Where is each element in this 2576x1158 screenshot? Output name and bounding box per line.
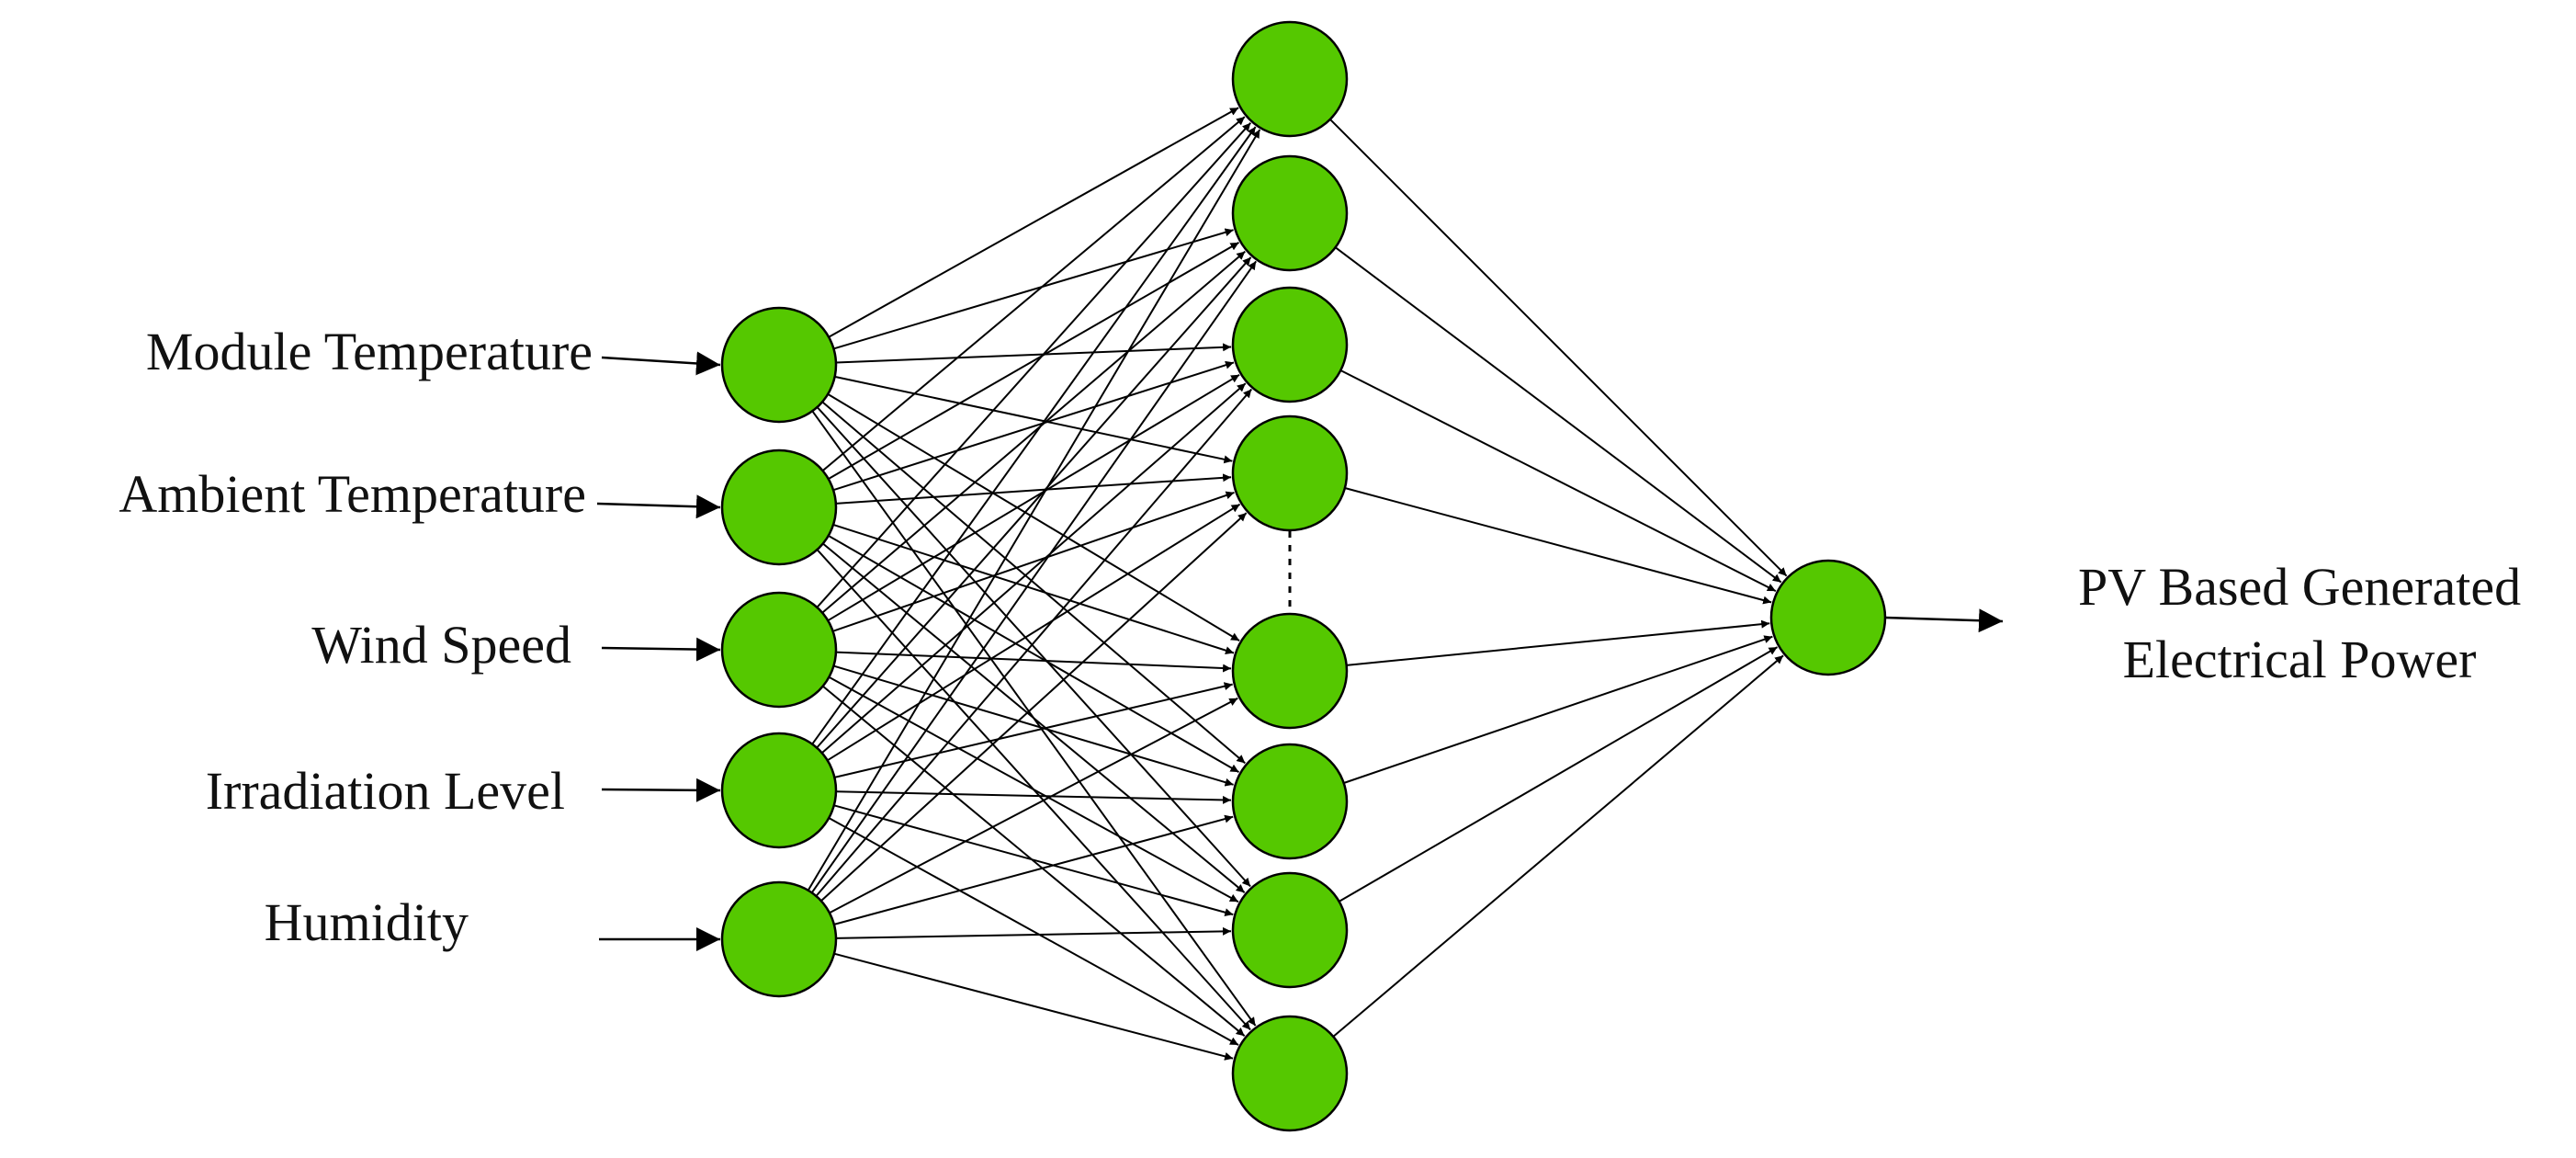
connection-input-3-hidden-3 — [827, 373, 1240, 622]
connection-input-4-hidden-2 — [816, 256, 1252, 749]
connection-input-4-hidden-3 — [821, 382, 1247, 754]
connection-input-4-hidden-7 — [833, 804, 1234, 917]
output-label-line1: PV Based Generated — [2078, 557, 2521, 617]
connection-input-3-hidden-7 — [828, 676, 1239, 903]
connection-input-4-hidden-6 — [835, 790, 1232, 804]
hidden-neuron-1 — [1231, 20, 1349, 138]
connection-input-5-hidden-4 — [820, 512, 1248, 902]
input-neuron-1 — [720, 306, 838, 424]
connection-hidden-2-output — [1334, 246, 1782, 584]
input-neuron-3 — [720, 591, 838, 709]
input-label-ambient-temperature: Ambient Temperature — [119, 464, 586, 524]
hidden-neuron-6 — [1231, 743, 1349, 860]
output-arrow-line — [1884, 608, 2004, 633]
connection-input-1-hidden-5 — [827, 393, 1240, 641]
labels: Module Temperature Ambient Temperature W… — [119, 322, 2521, 952]
connection-input-2-hidden-4 — [835, 473, 1232, 505]
connection-input-1-hidden-6 — [821, 401, 1246, 765]
connection-input-3-hidden-4 — [832, 491, 1235, 632]
connection-input-4-hidden-8 — [828, 817, 1239, 1046]
input-arrow-4 — [601, 778, 721, 802]
connection-input-5-hidden-8 — [833, 952, 1234, 1061]
connection-input-4-hidden-4 — [827, 503, 1241, 762]
output-neuron — [1769, 559, 1887, 676]
connection-input-5-hidden-6 — [833, 814, 1234, 925]
output-label-line2: Electrical Power — [2123, 630, 2477, 689]
hidden-neuron-4 — [1231, 414, 1349, 532]
connection-input-1-hidden-2 — [833, 228, 1234, 350]
connection-input-5-hidden-7 — [835, 926, 1232, 939]
connection-input-1-hidden-7 — [816, 406, 1251, 888]
hidden-neuron-3 — [1231, 286, 1349, 403]
connection-input-5-hidden-5 — [829, 697, 1238, 914]
connection-input-4-hidden-5 — [834, 682, 1233, 778]
connection-hidden-6-output — [1343, 635, 1773, 784]
connection-input-2-hidden-2 — [828, 242, 1239, 480]
connection-hidden-7-output — [1339, 646, 1779, 903]
input-label-humidity: Humidity — [265, 892, 469, 952]
input-label-wind-speed: Wind Speed — [311, 615, 571, 675]
connection-input-5-hidden-2 — [810, 260, 1258, 893]
connection-input-1-hidden-4 — [834, 375, 1233, 464]
connection-input-4-hidden-1 — [811, 126, 1257, 745]
input-arrow-3 — [601, 637, 721, 662]
connection-hidden-3-output — [1339, 369, 1777, 592]
connection-hidden-5-output — [1346, 619, 1770, 666]
input-neuron-5 — [720, 880, 838, 998]
connection-hidden-4-output — [1344, 487, 1772, 605]
connection-input-3-hidden-2 — [821, 250, 1246, 614]
connection-input-2-hidden-3 — [832, 360, 1235, 492]
connection-input-5-hidden-1 — [807, 129, 1261, 891]
connection-hidden-8-output — [1332, 654, 1784, 1038]
connection-input-1-hidden-1 — [828, 107, 1239, 338]
connection-input-3-hidden-5 — [835, 651, 1232, 673]
input-neuron-2 — [720, 448, 838, 566]
input-hidden-connections — [807, 107, 1261, 1061]
hidden-output-connections — [1329, 119, 1788, 1038]
connection-input-3-hidden-6 — [833, 664, 1234, 787]
input-arrow-1 — [601, 351, 721, 376]
input-arrows — [596, 351, 721, 951]
output-arrow — [1884, 608, 2004, 633]
hidden-neuron-2 — [1231, 154, 1349, 272]
connection-input-1-hidden-3 — [835, 343, 1232, 364]
connection-input-3-hidden-1 — [816, 122, 1252, 608]
connection-input-3-hidden-8 — [822, 685, 1246, 1037]
input-label-module-temperature: Module Temperature — [146, 322, 593, 381]
input-label-irradiation-level: Irradiation Level — [206, 761, 565, 821]
connection-input-2-hidden-7 — [822, 542, 1246, 893]
neurons — [720, 20, 1887, 1132]
connection-input-2-hidden-1 — [821, 116, 1246, 471]
hidden-neuron-7 — [1231, 871, 1349, 989]
hidden-neuron-8 — [1231, 1015, 1349, 1132]
connection-input-5-hidden-3 — [815, 388, 1253, 897]
hidden-neuron-5 — [1231, 612, 1349, 730]
connection-hidden-1-output — [1329, 119, 1788, 577]
input-neuron-4 — [720, 732, 838, 849]
input-arrow-2 — [596, 494, 721, 519]
